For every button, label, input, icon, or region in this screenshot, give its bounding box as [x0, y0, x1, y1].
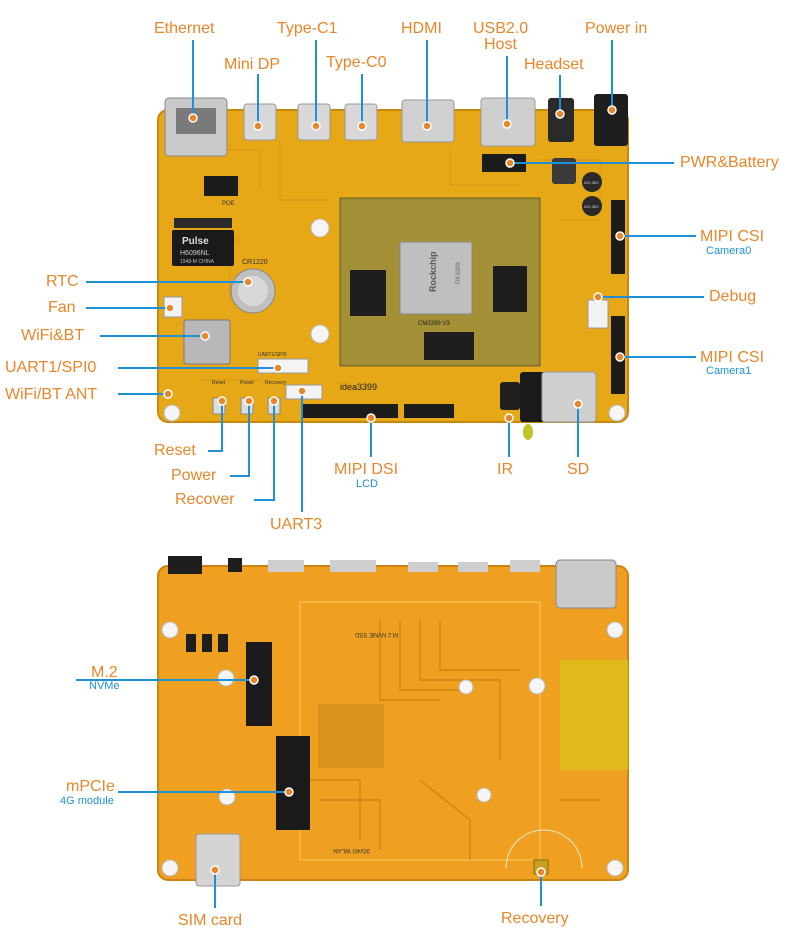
silk-btn-recovery: Recovery	[265, 380, 287, 386]
callout-marker	[273, 363, 283, 373]
callout-marker	[284, 787, 294, 797]
label-mipi-dsi: MIPI DSI	[334, 461, 399, 478]
callout-marker	[253, 121, 263, 131]
label-mini-dp: Mini DP	[224, 56, 281, 73]
silk-rtc: CR1220	[242, 259, 268, 266]
callout-marker	[573, 399, 583, 409]
silk-board-name: idea3399	[340, 382, 377, 392]
label-pwr-battery: PWR&Battery	[680, 154, 779, 171]
callout-marker	[297, 386, 307, 396]
silk-soc-model: RK3399	[456, 262, 462, 284]
sublabel-camera0: Camera0	[706, 245, 752, 257]
label-wifi-bt-ant: WiFi/BT ANT	[5, 386, 98, 403]
silk-mpcie-slot: 3G/4G WLAN	[333, 847, 370, 853]
label-ethernet: Ethernet	[154, 20, 215, 37]
sublabel-lcd: LCD	[356, 478, 379, 490]
callout-marker	[249, 675, 259, 685]
callout-marker	[502, 119, 512, 129]
silk-soc-brand: Rockchip	[428, 251, 438, 292]
callout-marker	[505, 158, 515, 168]
silk-poe: POE	[222, 201, 235, 207]
label-usb20-host-line1: USB2.0	[473, 20, 529, 37]
callout-marker	[615, 352, 625, 362]
leader-recover	[254, 401, 275, 501]
callout-marker	[555, 109, 565, 119]
callout-marker	[244, 396, 254, 406]
callout-marker	[607, 105, 617, 115]
label-type-c0: Type-C0	[326, 54, 387, 71]
bottom-board: M.2 NVME SSD 3G/4G WLAN	[157, 556, 629, 887]
label-mipi-csi1: MIPI CSI	[700, 349, 765, 366]
sublabel-4g-module: 4G module	[60, 795, 114, 807]
label-m2: M.2	[91, 664, 118, 681]
silk-m2-slot: M.2 NVME SSD	[354, 631, 398, 637]
label-rtc: RTC	[46, 273, 79, 290]
callout-marker	[311, 121, 321, 131]
callout-marker	[243, 277, 253, 287]
label-debug: Debug	[709, 288, 757, 305]
callout-marker	[422, 121, 432, 131]
silk-btn-reset: Reset	[212, 380, 226, 386]
callout-marker	[269, 396, 279, 406]
callout-marker	[536, 867, 546, 877]
callout-marker	[188, 113, 198, 123]
label-type-c1: Type-C1	[277, 20, 338, 37]
sublabel-nvme: NVMe	[89, 680, 120, 692]
sublabel-camera1: Camera1	[706, 365, 752, 377]
callout-marker	[200, 331, 210, 341]
label-sim-card: SIM card	[178, 912, 243, 929]
label-mpcie: mPCIe	[66, 778, 115, 795]
silk-btn-power: Power	[240, 380, 255, 386]
label-sd: SD	[567, 461, 590, 478]
leader-reset	[208, 401, 223, 452]
callout-marker	[357, 121, 367, 131]
label-mipi-csi0: MIPI CSI	[700, 228, 765, 245]
silk-transformer-brand: Pulse	[182, 236, 209, 247]
leader-lines	[76, 40, 704, 908]
label-headset: Headset	[524, 56, 584, 73]
label-recovery: Recovery	[501, 910, 569, 927]
label-reset: Reset	[154, 442, 196, 459]
silk-uart1: UART1/SPI0	[258, 352, 287, 358]
callout-marker	[210, 865, 220, 875]
label-recover: Recover	[175, 491, 235, 508]
callout-marker	[366, 413, 376, 423]
label-uart3: UART3	[270, 516, 323, 533]
top-board: POE Pulse H6096NL 1948-M CHINA CR1220 UA…	[157, 94, 629, 440]
silk-transformer-model: H6096NL	[180, 250, 210, 257]
label-usb20-host-line2: Host	[484, 36, 517, 53]
label-power: Power	[171, 467, 217, 484]
leader-power	[230, 401, 250, 477]
callout-markers	[163, 105, 625, 877]
label-hdmi: HDMI	[401, 20, 442, 37]
silk-module: CM3399 V3	[418, 321, 450, 327]
label-uart1-spi0: UART1/SPI0	[5, 359, 97, 376]
callout-marker	[615, 231, 625, 241]
label-wifi-bt: WiFi&BT	[21, 327, 85, 344]
callout-marker	[504, 413, 514, 423]
label-fan: Fan	[48, 299, 76, 316]
label-power-in: Power in	[585, 20, 648, 37]
label-ir: IR	[497, 461, 513, 478]
callout-marker	[163, 389, 173, 399]
silk-transformer-sub: 1948-M CHINA	[180, 259, 215, 265]
callout-marker	[165, 303, 175, 313]
callout-marker	[593, 292, 603, 302]
silk-cap1: 220 35V	[584, 180, 599, 185]
callout-marker	[217, 396, 227, 406]
silk-cap2: 220 35V	[584, 204, 599, 209]
